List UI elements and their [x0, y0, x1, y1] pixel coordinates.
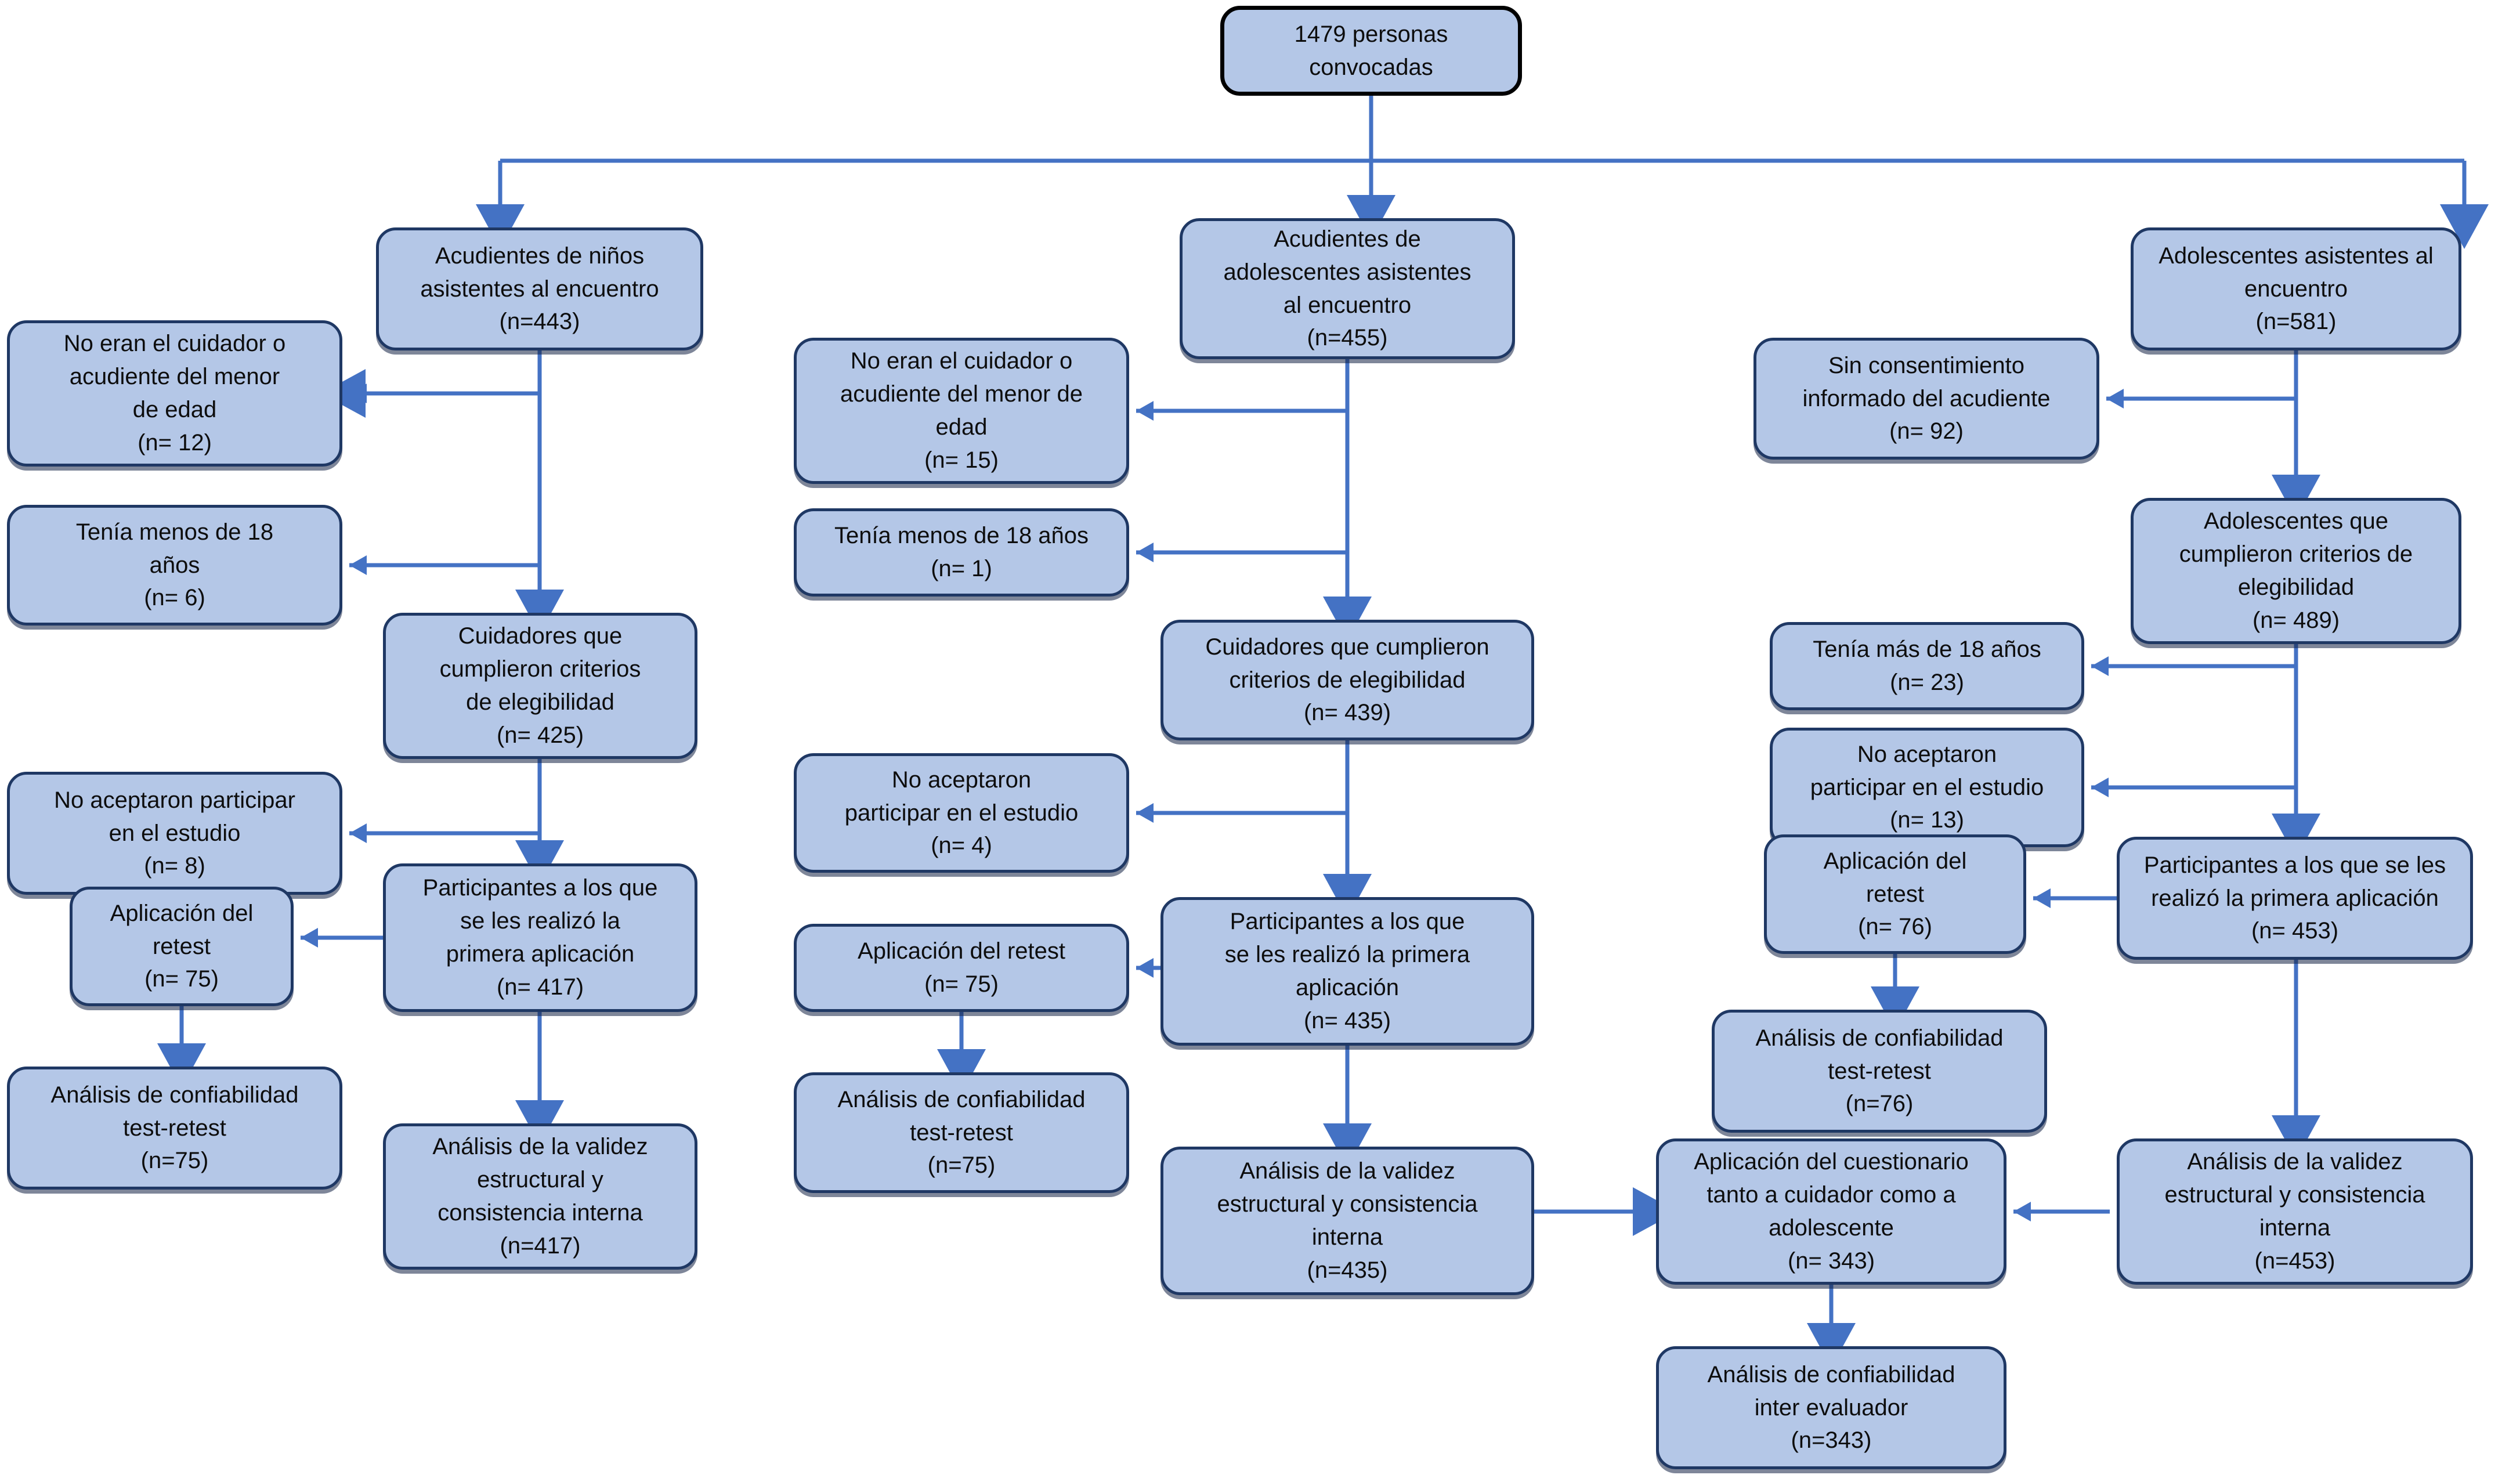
- node-right-exclusion-no-consent-label: Sin consentimiento informado del acudien…: [1802, 352, 2051, 444]
- node-left-header-label: Acudientes de niños asistentes al encuen…: [420, 243, 659, 335]
- node-mid-exclusion-declined[interactable]: No aceptaron participar en el estudio (n…: [794, 753, 1129, 873]
- node-mid-test-retest-reliability[interactable]: Análisis de confiabilidad test-retest (n…: [794, 1072, 1129, 1193]
- node-interrater-reliability[interactable]: Análisis de confiabilidad inter evaluado…: [1656, 1346, 2006, 1469]
- node-mid-exclusion-under-18[interactable]: Tenía menos de 18 años (n= 1): [794, 508, 1129, 597]
- node-mid-eligible-caregivers-label: Cuidadores que cumplieron criterios de e…: [1205, 634, 1489, 726]
- node-right-exclusion-over-18-label: Tenía más de 18 años (n= 23): [1813, 637, 2041, 695]
- node-right-first-application[interactable]: Participantes a los que se les realizó l…: [2117, 837, 2473, 960]
- node-left-eligible-caregivers[interactable]: Cuidadores que cumplieron criterios de e…: [383, 613, 697, 759]
- arrowhead-right-retest: [2033, 888, 2051, 908]
- node-mid-test-retest-reliability-label: Análisis de confiabilidad test-retest (n…: [837, 1086, 1086, 1179]
- arrowhead-mid-excl1: [1136, 401, 1154, 421]
- node-right-structural-validity[interactable]: Análisis de la validez estructural y con…: [2117, 1138, 2473, 1285]
- node-right-test-retest-reliability-label: Análisis de confiabilidad test-retest (n…: [1755, 1025, 2004, 1117]
- node-left-structural-validity[interactable]: Análisis de la validez estructural y con…: [383, 1123, 697, 1270]
- node-right-header-label: Adolescentes asistentes al encuentro (n=…: [2159, 243, 2434, 335]
- arrowhead-right-to-joint: [2013, 1202, 2031, 1221]
- node-right-exclusion-over-18[interactable]: Tenía más de 18 años (n= 23): [1770, 622, 2084, 710]
- node-right-exclusion-no-consent[interactable]: Sin consentimiento informado del acudien…: [1753, 338, 2099, 460]
- node-left-exclusion-not-caregiver-label: No eran el cuidador o acudiente del meno…: [63, 331, 286, 456]
- node-joint-questionnaire-application-label: Aplicación del cuestionario tanto a cuid…: [1694, 1149, 1969, 1274]
- node-mid-retest-application[interactable]: Aplicación del retest (n= 75): [794, 924, 1129, 1012]
- arrowhead-mid-excl3: [1136, 803, 1154, 823]
- node-mid-structural-validity-label: Análisis de la validez estructural y con…: [1217, 1158, 1478, 1283]
- node-mid-eligible-caregivers[interactable]: Cuidadores que cumplieron criterios de e…: [1160, 620, 1534, 740]
- node-left-exclusion-under-18-label: Tenía menos de 18 años (n= 6): [75, 519, 274, 611]
- node-right-first-application-label: Participantes a los que se les realizó l…: [2143, 852, 2446, 944]
- node-right-eligible-adolescents-label: Adolescentes que cumplieron criterios de…: [2179, 508, 2413, 633]
- node-left-exclusion-not-caregiver[interactable]: No eran el cuidador o acudiente del meno…: [7, 320, 342, 467]
- arrowhead-left-excl1: [349, 384, 367, 403]
- node-left-structural-validity-label: Análisis de la validez estructural y con…: [432, 1134, 648, 1259]
- node-mid-structural-validity[interactable]: Análisis de la validez estructural y con…: [1160, 1147, 1534, 1295]
- node-total-convened-label: 1479 personas convocadas: [1294, 21, 1448, 80]
- node-right-exclusion-declined-label: No aceptaron participar en el estudio (n…: [1810, 741, 2044, 833]
- arrowhead-mid-retest: [1136, 958, 1154, 978]
- node-mid-exclusion-not-caregiver[interactable]: No eran el cuidador o acudiente del meno…: [794, 338, 1129, 484]
- node-right-structural-validity-label: Análisis de la validez estructural y con…: [2164, 1149, 2425, 1274]
- arrowhead-right-excl2: [2091, 656, 2109, 676]
- node-mid-exclusion-declined-label: No aceptaron participar en el estudio (n…: [844, 767, 1079, 859]
- node-mid-header-caregivers-adolescents[interactable]: Acudientes de adolescentes asistentes al…: [1180, 218, 1515, 359]
- arrowhead-right-excl1: [2106, 389, 2124, 409]
- node-left-header-caregivers-children[interactable]: Acudientes de niños asistentes al encuen…: [376, 227, 703, 350]
- node-left-test-retest-reliability[interactable]: Análisis de confiabilidad test-retest (n…: [7, 1067, 342, 1190]
- arrowhead-left-retest: [301, 928, 318, 948]
- node-left-exclusion-declined[interactable]: No aceptaron participar en el estudio (n…: [7, 772, 342, 895]
- node-mid-first-application[interactable]: Participantes a los que se les realizó l…: [1160, 897, 1534, 1046]
- arrowhead-right-excl3: [2091, 778, 2109, 797]
- node-left-retest-application[interactable]: Aplicación del retest (n= 75): [70, 887, 294, 1006]
- node-mid-first-application-label: Participantes a los que se les realizó l…: [1224, 909, 1470, 1033]
- node-mid-exclusion-under-18-label: Tenía menos de 18 años (n= 1): [834, 523, 1089, 581]
- arrowhead-left-excl2: [349, 555, 367, 575]
- node-left-test-retest-reliability-label: Análisis de confiabilidad test-retest (n…: [50, 1082, 299, 1174]
- node-left-eligible-caregivers-label: Cuidadores que cumplieron criterios de e…: [439, 623, 641, 748]
- arrowhead-mid-to-joint: [1639, 1202, 1656, 1221]
- node-right-retest-application[interactable]: Aplicación del retest (n= 76): [1764, 834, 2026, 954]
- node-left-first-application-label: Participantes a los que se les realizó l…: [422, 875, 658, 1000]
- arrowhead-left-excl3: [349, 823, 367, 843]
- node-left-exclusion-declined-label: No aceptaron participar en el estudio (n…: [54, 787, 295, 879]
- node-right-eligible-adolescents[interactable]: Adolescentes que cumplieron criterios de…: [2131, 498, 2461, 644]
- arrowhead-mid-excl2: [1136, 543, 1154, 562]
- node-mid-header-label: Acudientes de adolescentes asistentes al…: [1223, 226, 1471, 351]
- node-total-convened[interactable]: 1479 personas convocadas: [1220, 6, 1522, 96]
- node-left-exclusion-under-18[interactable]: Tenía menos de 18 años (n= 6): [7, 505, 342, 626]
- node-right-retest-application-label: Aplicación del retest (n= 76): [1823, 848, 1967, 940]
- node-mid-exclusion-not-caregiver-label: No eran el cuidador o acudiente del meno…: [840, 348, 1083, 473]
- node-left-first-application[interactable]: Participantes a los que se les realizó l…: [383, 863, 697, 1012]
- node-right-header-adolescents[interactable]: Adolescentes asistentes al encuentro (n=…: [2131, 227, 2461, 350]
- node-left-retest-application-label: Aplicación del retest (n= 75): [110, 900, 254, 992]
- node-right-exclusion-declined[interactable]: No aceptaron participar en el estudio (n…: [1770, 728, 2084, 847]
- node-right-test-retest-reliability[interactable]: Análisis de confiabilidad test-retest (n…: [1712, 1010, 2047, 1133]
- node-interrater-reliability-label: Análisis de confiabilidad inter evaluado…: [1707, 1361, 1955, 1454]
- node-joint-questionnaire-application[interactable]: Aplicación del cuestionario tanto a cuid…: [1656, 1138, 2006, 1285]
- node-mid-retest-application-label: Aplicación del retest (n= 75): [858, 938, 1065, 997]
